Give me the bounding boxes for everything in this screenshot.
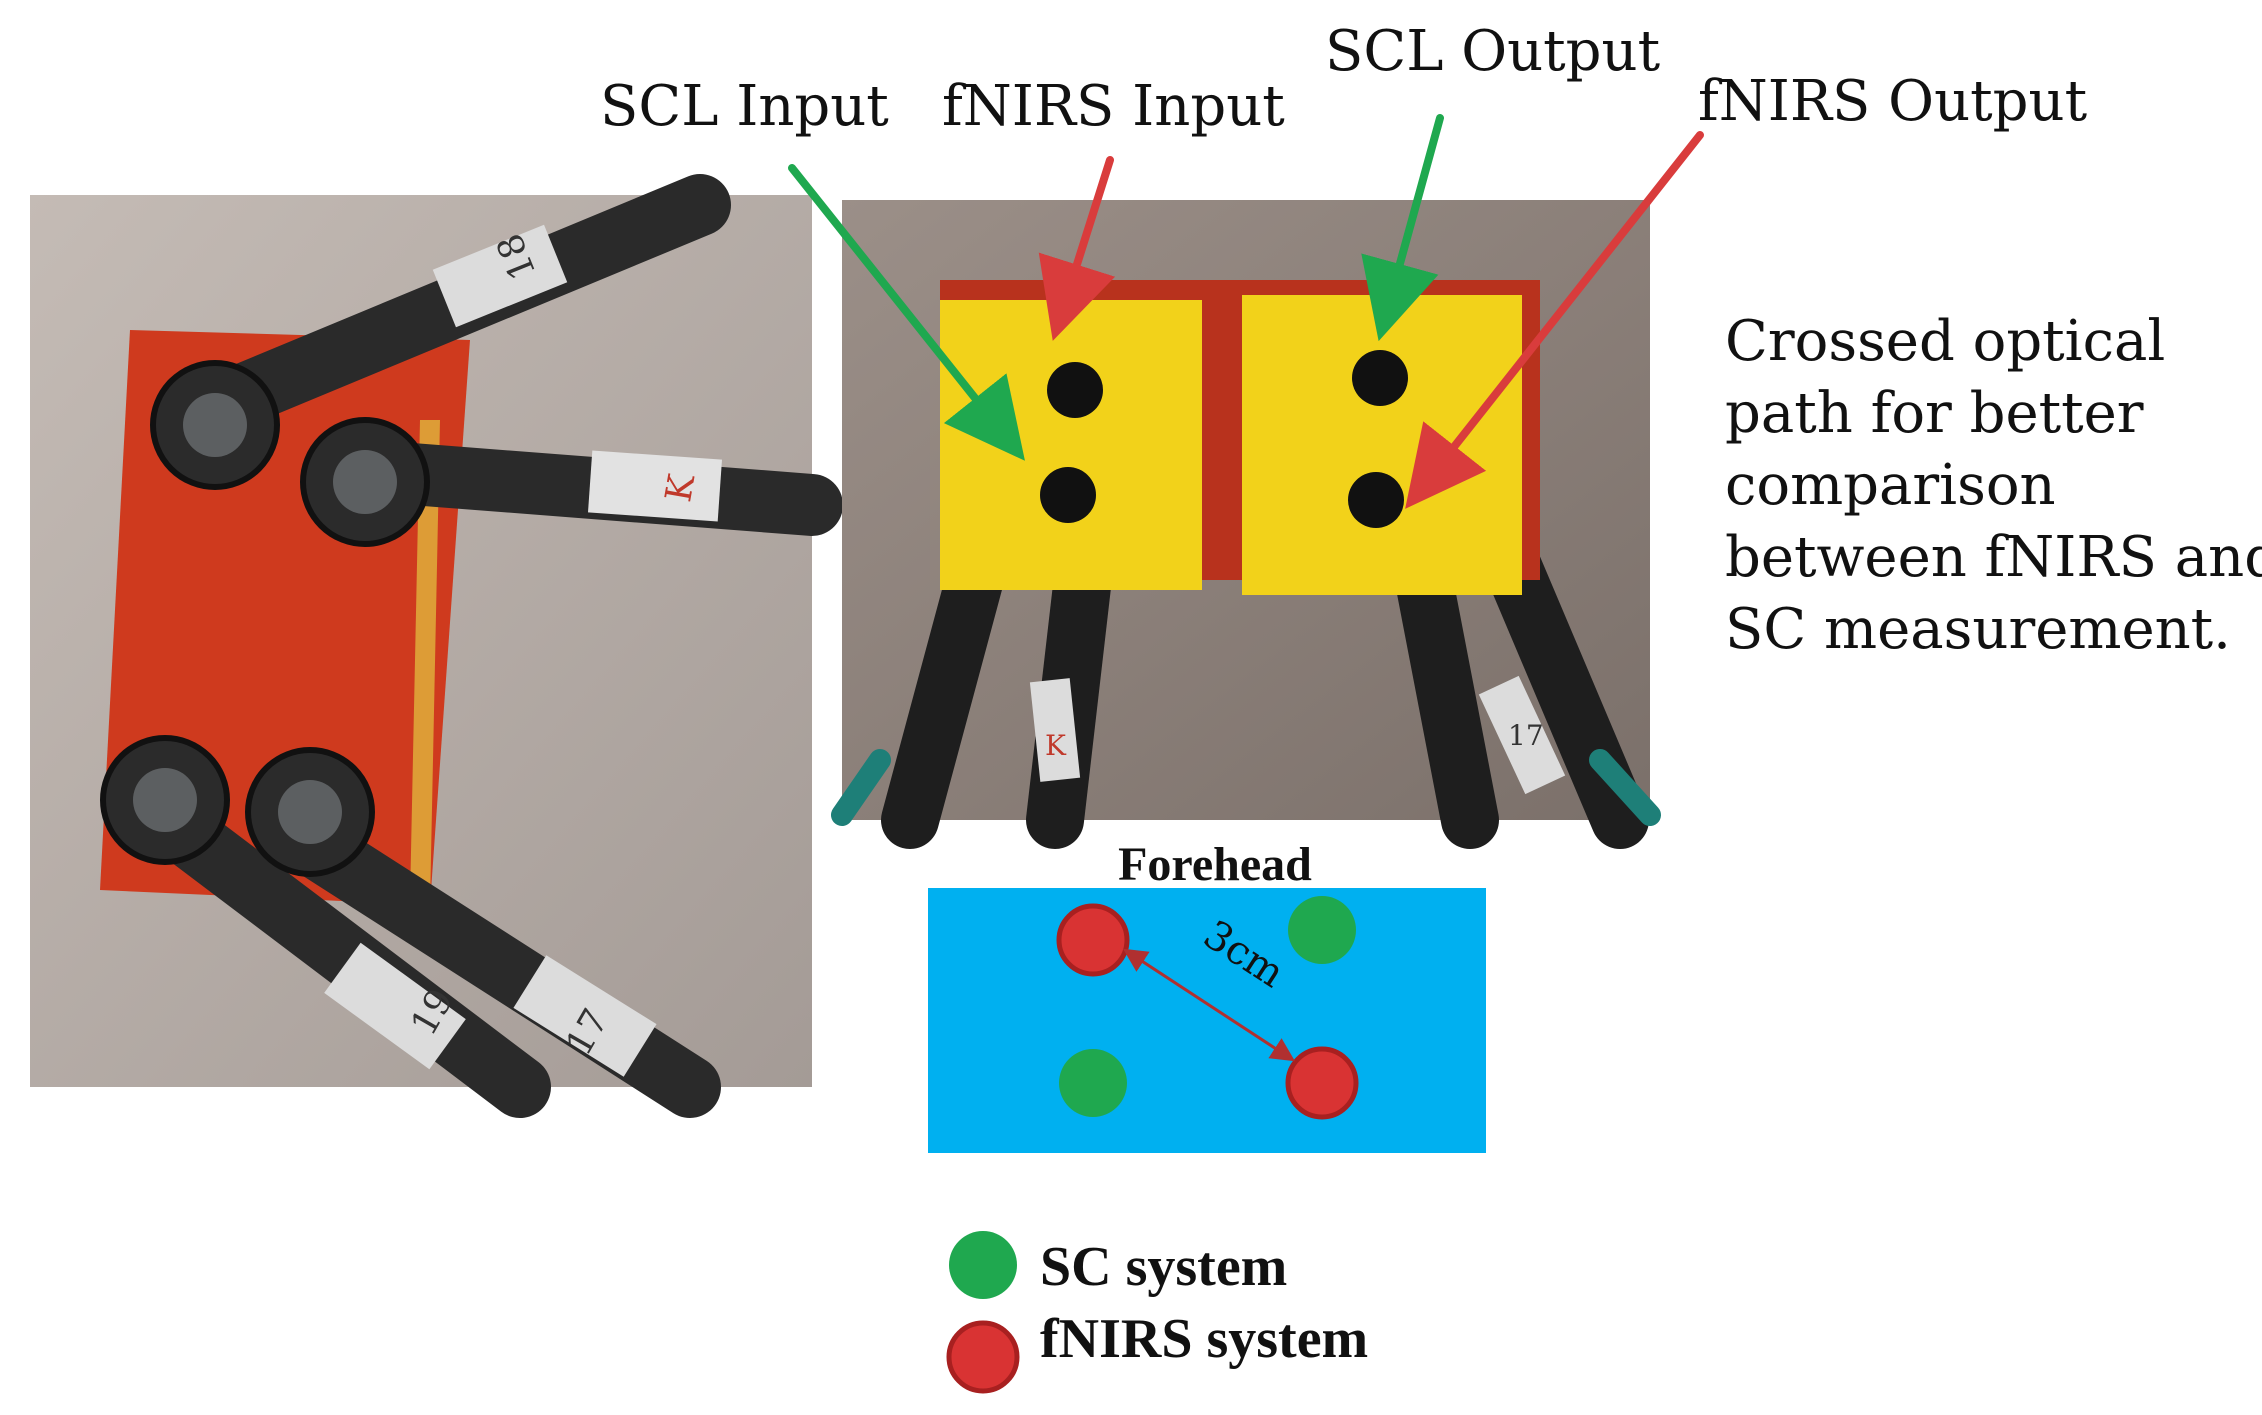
distance-arrow [1122,948,1296,1062]
legend-sc-label: SC system [1040,1236,1287,1298]
hole-scl-input [1040,467,1096,523]
schematic-background [928,888,1486,1153]
hole-fnirs-output [1348,472,1404,528]
label-scl-input: SCL Input [600,74,889,139]
tag-19 [324,942,466,1070]
top-labels: SCL Input fNIRS Input SCL Output fNIRS O… [600,19,2088,139]
arrow-fnirs-output [1405,131,1704,509]
left-cable-tags: 18 K 19 17 [324,224,723,1077]
cable-k [329,439,843,536]
arrow-fnirs-input [1038,156,1116,341]
arrow-scl-output [1361,114,1444,342]
yellow-edge [410,420,440,905]
left-electrodes [100,360,430,877]
mid-tag-17-text: 17 [1508,719,1544,752]
sc-dot-bottom-left [1059,1049,1127,1117]
tag-17 [513,955,657,1077]
mid-cable-18 [881,531,1009,849]
legend-fnirs-label: fNIRS system [1040,1308,1368,1370]
foam-block-left [940,300,1202,590]
description-line-4: between fNIRS and [1725,525,2262,590]
forehead-schematic: Forehead 3cm [928,838,1486,1153]
mid-tag-k-text: K [1045,729,1067,762]
schematic-title: Forehead [1118,838,1312,891]
fnirs-dot-bottom-right [1285,1046,1359,1120]
tag-k [587,450,723,522]
mid-tag-k [1029,678,1081,782]
description-line-3: comparison [1725,453,2056,518]
tag-18 [432,224,568,328]
hole-scl-output [1352,350,1408,406]
description-line-5: SC measurement. [1725,597,2231,662]
electrode-bottom-left-cap [133,768,197,832]
description-line-1: Crossed optical [1725,309,2165,374]
electrode-top-left-cap [183,393,247,457]
foam-block-right [1242,295,1522,595]
arrow-scl-input [788,164,1025,461]
description: Crossed optical path for better comparis… [1725,309,2262,662]
arrows [788,114,1704,509]
label-fnirs-input: fNIRS Input [942,74,1285,139]
fnirs-dot-top-left [1056,903,1130,977]
electrode-top-right-cap [333,450,397,514]
mid-cable-teal-left [831,749,891,826]
legend: SC system fNIRS system [946,1231,1368,1394]
mid-cable-teal-right [1589,749,1661,826]
mid-cable-19 [1391,531,1499,849]
legend-sc-marker [949,1231,1017,1299]
label-scl-output: SCL Output [1325,19,1661,84]
electrode-bottom-right-cap [278,780,342,844]
mid-tag-17 [1478,675,1566,795]
middle-photo: K 17 [831,200,1661,849]
hole-fnirs-input [1047,362,1103,418]
description-line-2: path for better [1725,381,2144,446]
legend-fnirs-marker [946,1320,1020,1394]
left-photo: 18 K 19 17 [30,174,843,1118]
label-fnirs-output: fNIRS Output [1698,69,2088,134]
sc-dot-top-right [1288,896,1356,964]
